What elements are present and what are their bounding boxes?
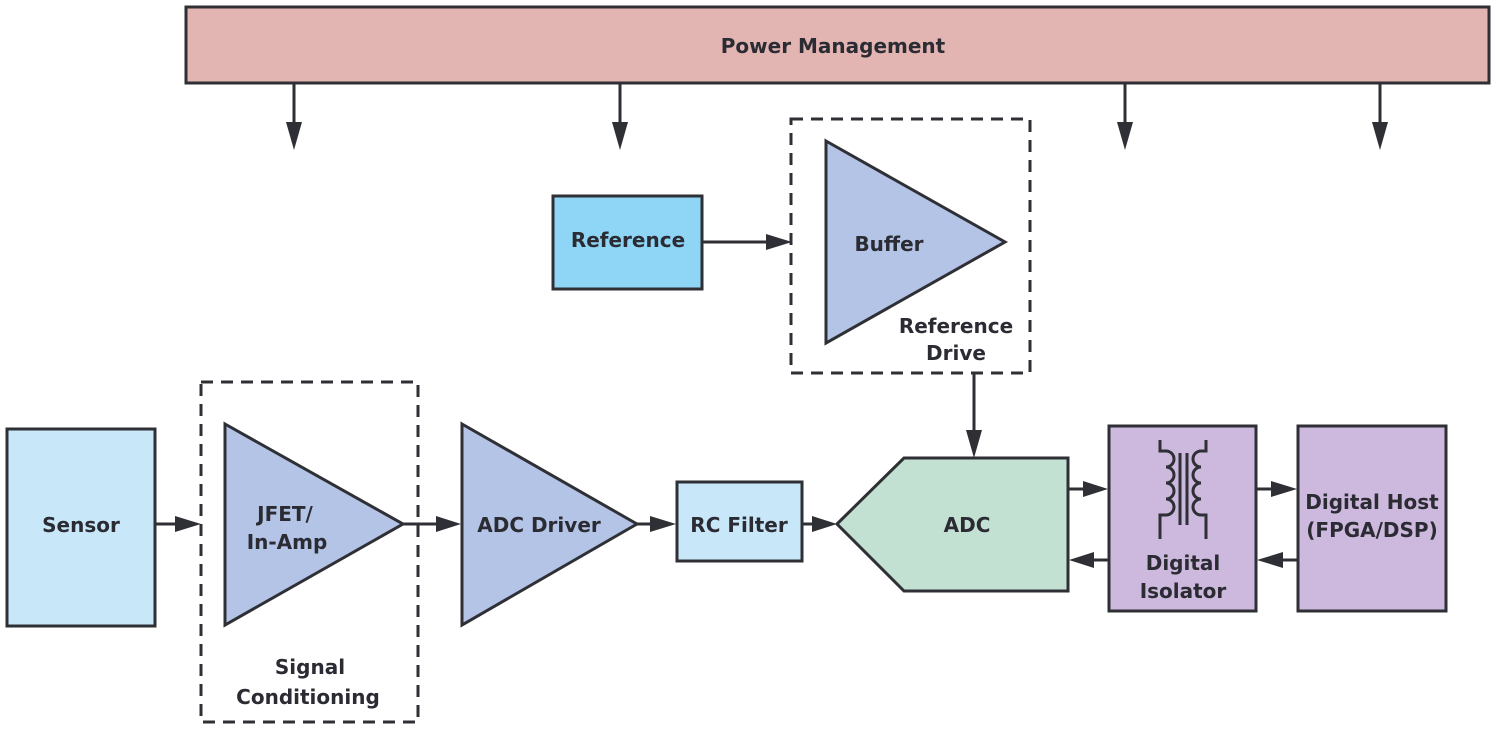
adc-to-isolator-arrow	[1083, 481, 1108, 497]
host-to-isolator-arrow	[1257, 552, 1283, 568]
rc-filter-label: RC Filter	[690, 513, 788, 537]
buffer-label: Buffer	[854, 232, 923, 256]
power-arrow-2	[612, 122, 628, 150]
sensor-to-amp-arrow	[175, 516, 201, 532]
digital-isolator-block: Digital Isolator	[1107, 424, 1258, 613]
digital-host-label-line2: (FPGA/DSP)	[1306, 518, 1437, 542]
isolator-to-adc-arrow	[1069, 552, 1094, 568]
power-supply-arrows	[286, 84, 1388, 150]
power-arrow-3	[1117, 122, 1133, 150]
digital-isolator-label-line1: Digital	[1146, 551, 1221, 575]
transformer-icon	[1158, 440, 1208, 539]
power-management-block: Power Management	[184, 5, 1491, 85]
sensor-block: Sensor	[5, 427, 157, 628]
amp-to-driver-arrow	[436, 516, 461, 532]
jfet-label-line2: In-Amp	[247, 530, 328, 554]
sensor-label: Sensor	[42, 513, 120, 537]
power-arrow-1	[286, 122, 302, 150]
reference-to-buffer-arrow	[766, 234, 792, 250]
buffer-amplifier	[824, 138, 1009, 346]
isolator-to-host-arrow	[1271, 481, 1297, 497]
rc-filter-block: RC Filter	[675, 480, 804, 563]
jfet-label-line1: JFET/	[255, 502, 313, 526]
reference-drive-group: Buffer Reference Drive	[789, 117, 1032, 375]
signal-conditioning-label-line2: Conditioning	[236, 685, 380, 709]
filter-to-adc-arrow	[812, 516, 837, 532]
adc-label: ADC	[944, 513, 991, 537]
signal-conditioning-label-line1: Signal	[275, 655, 345, 679]
jfet-in-amp-amplifier	[223, 421, 407, 628]
digital-host-label-line1: Digital Host	[1305, 490, 1439, 514]
signal-conditioning-group: JFET/ In-Amp Signal Conditioning	[199, 380, 420, 724]
reference-label: Reference	[571, 228, 685, 252]
reference-drive-label-line2: Drive	[926, 341, 986, 365]
adc-driver-label: ADC Driver	[477, 513, 601, 537]
power-arrow-4	[1372, 122, 1388, 150]
refdrive-to-adc-arrow	[966, 430, 982, 458]
adc-driver-block: ADC Driver	[460, 421, 641, 628]
adc-block: ADC	[834, 456, 1070, 593]
digital-isolator-label-line2: Isolator	[1140, 579, 1227, 603]
reference-block: Reference	[551, 194, 704, 291]
digital-host-block: Digital Host (FPGA/DSP)	[1296, 424, 1448, 613]
power-management-label: Power Management	[721, 34, 946, 58]
driver-to-filter-arrow	[650, 516, 676, 532]
reference-drive-label-line1: Reference	[899, 314, 1013, 338]
